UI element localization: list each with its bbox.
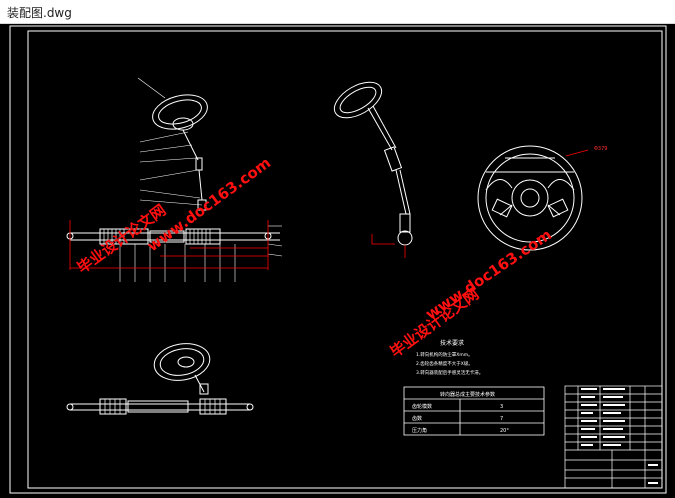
param-row-2-value: 7 xyxy=(500,416,503,422)
tech-req-item-3: 3.转向器装配后手感灵活无卡滞。 xyxy=(416,369,483,376)
watermark-url-right: www.doc163.com xyxy=(422,226,555,324)
param-row-3-name: 压力角 xyxy=(412,427,427,434)
cad-drawing-canvas[interactable]: Φ379 技术要求 1.转向机构的防尘罩Xmm。 2.齿轮齿条精度不大于X级。 … xyxy=(0,24,675,498)
title-bar: 装配图.dwg xyxy=(0,0,675,24)
steering-assembly-upper-left xyxy=(66,77,283,282)
param-row-2-name: 齿数 xyxy=(412,415,422,422)
watermark-right: 毕业设计论文网 www.doc163.com xyxy=(387,226,555,362)
param-row-1-name: 齿轮模数 xyxy=(412,403,432,410)
title-block xyxy=(564,385,663,489)
tech-req-item-2: 2.齿轮齿条精度不大于X级。 xyxy=(416,360,473,367)
param-table-title: 转向器总成主要技术参数 xyxy=(440,391,495,398)
wheel-diameter-dim: Φ379 xyxy=(594,146,607,152)
tech-req-title: 技术要求 xyxy=(440,339,464,347)
param-row-1-value: 3 xyxy=(500,404,503,410)
parameter-table xyxy=(403,386,545,436)
tech-req-item-1: 1.转向机构的防尘罩Xmm。 xyxy=(416,351,473,358)
steering-assembly-lower-left xyxy=(66,343,254,415)
title-block-fill xyxy=(581,388,658,484)
watermark-left: 毕业设计论文网 www.doc163.com xyxy=(74,154,274,278)
drawing-frame xyxy=(9,25,667,494)
window-title: 装配图.dwg xyxy=(7,6,72,20)
steering-side-view xyxy=(333,81,413,258)
param-row-3-value: 20° xyxy=(500,428,509,434)
tech-requirements: 技术要求 1.转向机构的防尘罩Xmm。 2.齿轮齿条精度不大于X级。 3.转向器… xyxy=(416,339,483,376)
steering-wheel-front-view xyxy=(477,145,589,251)
drawing-svg: Φ379 技术要求 1.转向机构的防尘罩Xmm。 2.齿轮齿条精度不大于X级。 … xyxy=(9,25,667,494)
